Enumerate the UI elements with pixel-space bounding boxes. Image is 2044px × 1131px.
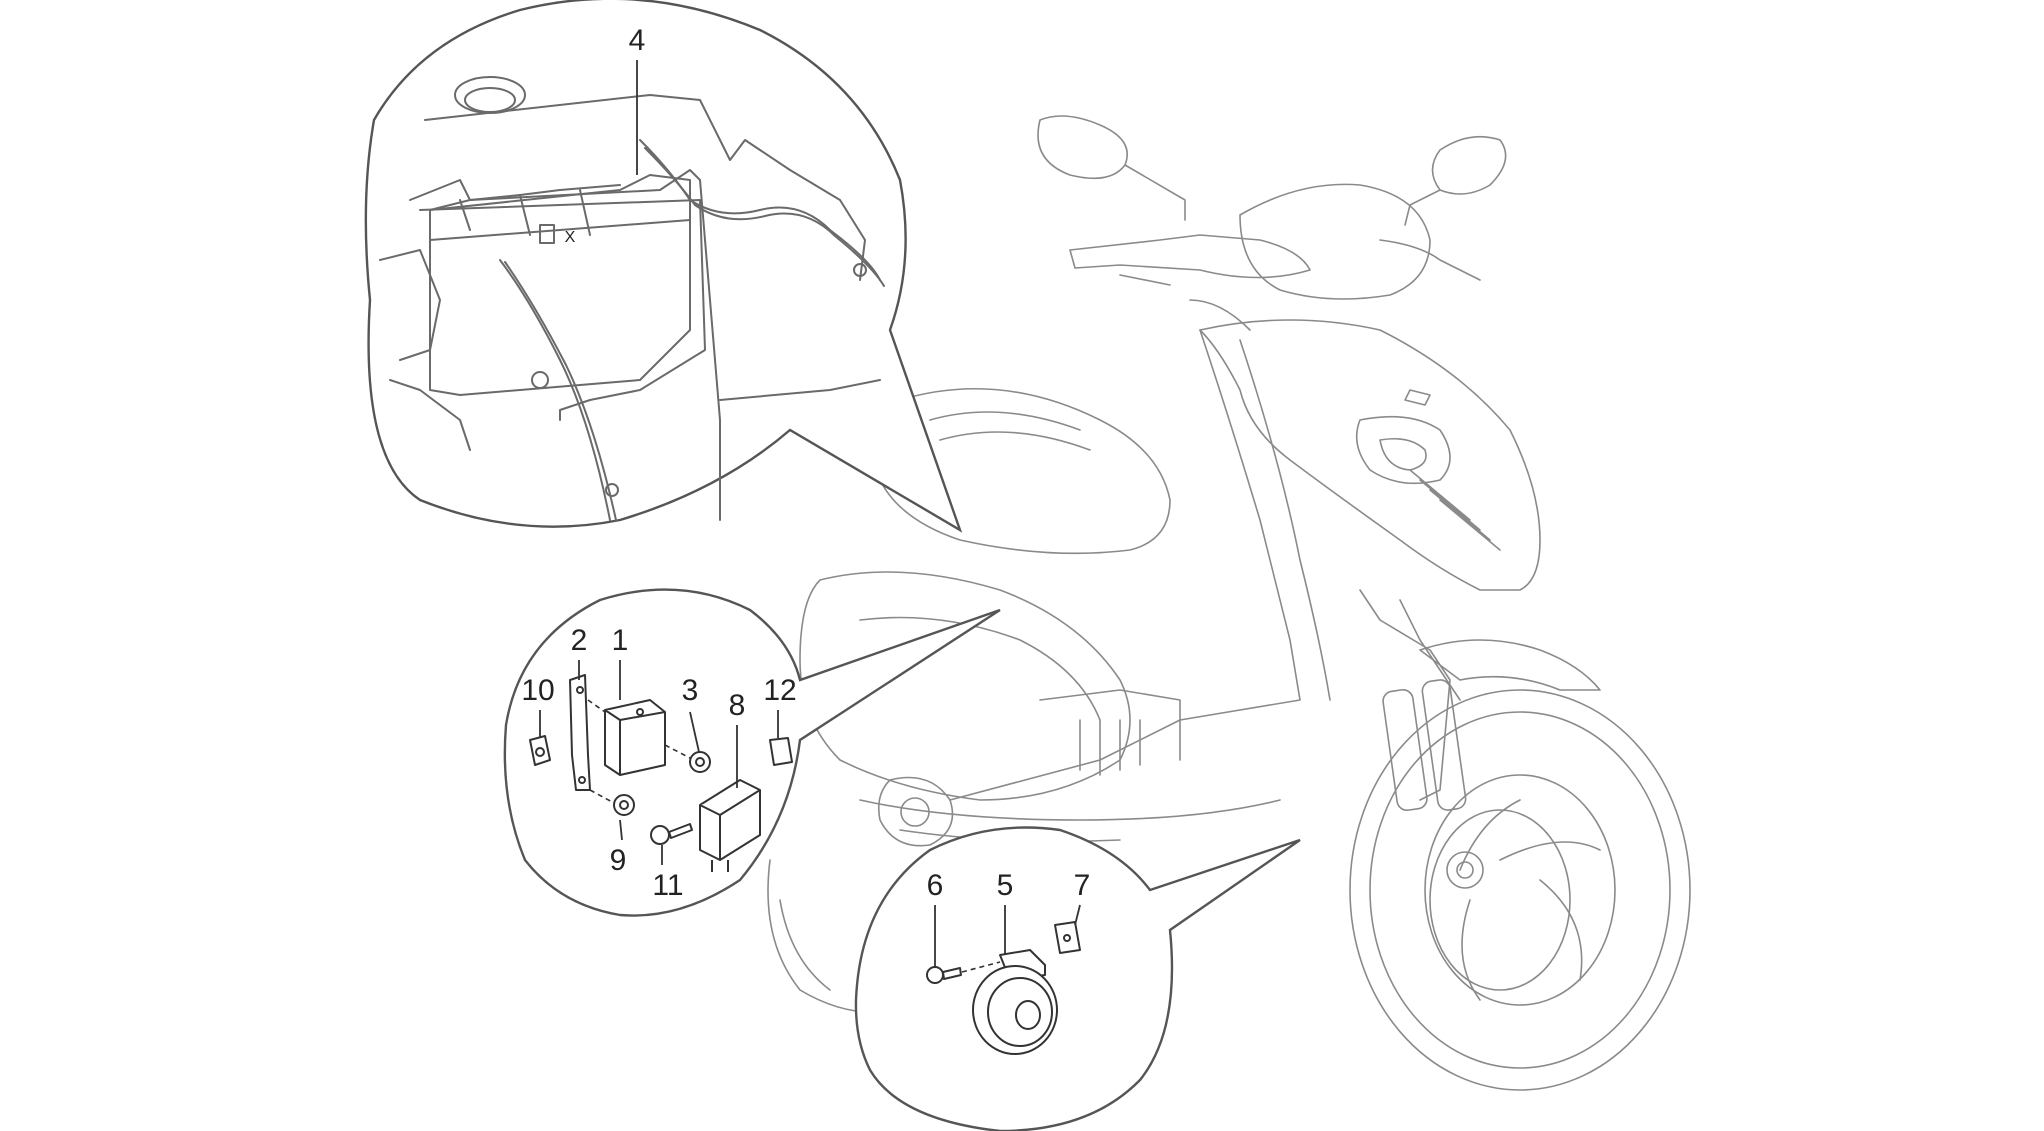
callout-11: 11 [652,869,683,902]
callout-5: 5 [997,869,1014,902]
scooter-outline [767,115,1691,1091]
callout-4: 4 [629,24,646,57]
battery-inset: X [364,0,963,533]
callout-3: 3 [682,674,699,707]
callout-8: 8 [729,689,746,722]
callout-10: 10 [521,674,554,707]
callout-12: 12 [763,674,796,707]
callout-1: 1 [612,624,629,657]
relay-inset [503,588,1001,917]
callout-7: 7 [1074,869,1091,902]
callout-9: 9 [610,844,627,877]
callout-labels: 4 1 2 3 8 12 10 9 11 6 5 7 [521,24,1090,902]
callout-2: 2 [571,624,588,657]
svg-text:X: X [565,229,576,246]
callout-6: 6 [927,869,944,902]
callout-leaders [539,60,1081,967]
screw-part-6 [926,966,944,984]
clip-part-12 [769,737,793,766]
screw-part-11 [650,825,670,845]
horn-inset [854,826,1301,1131]
